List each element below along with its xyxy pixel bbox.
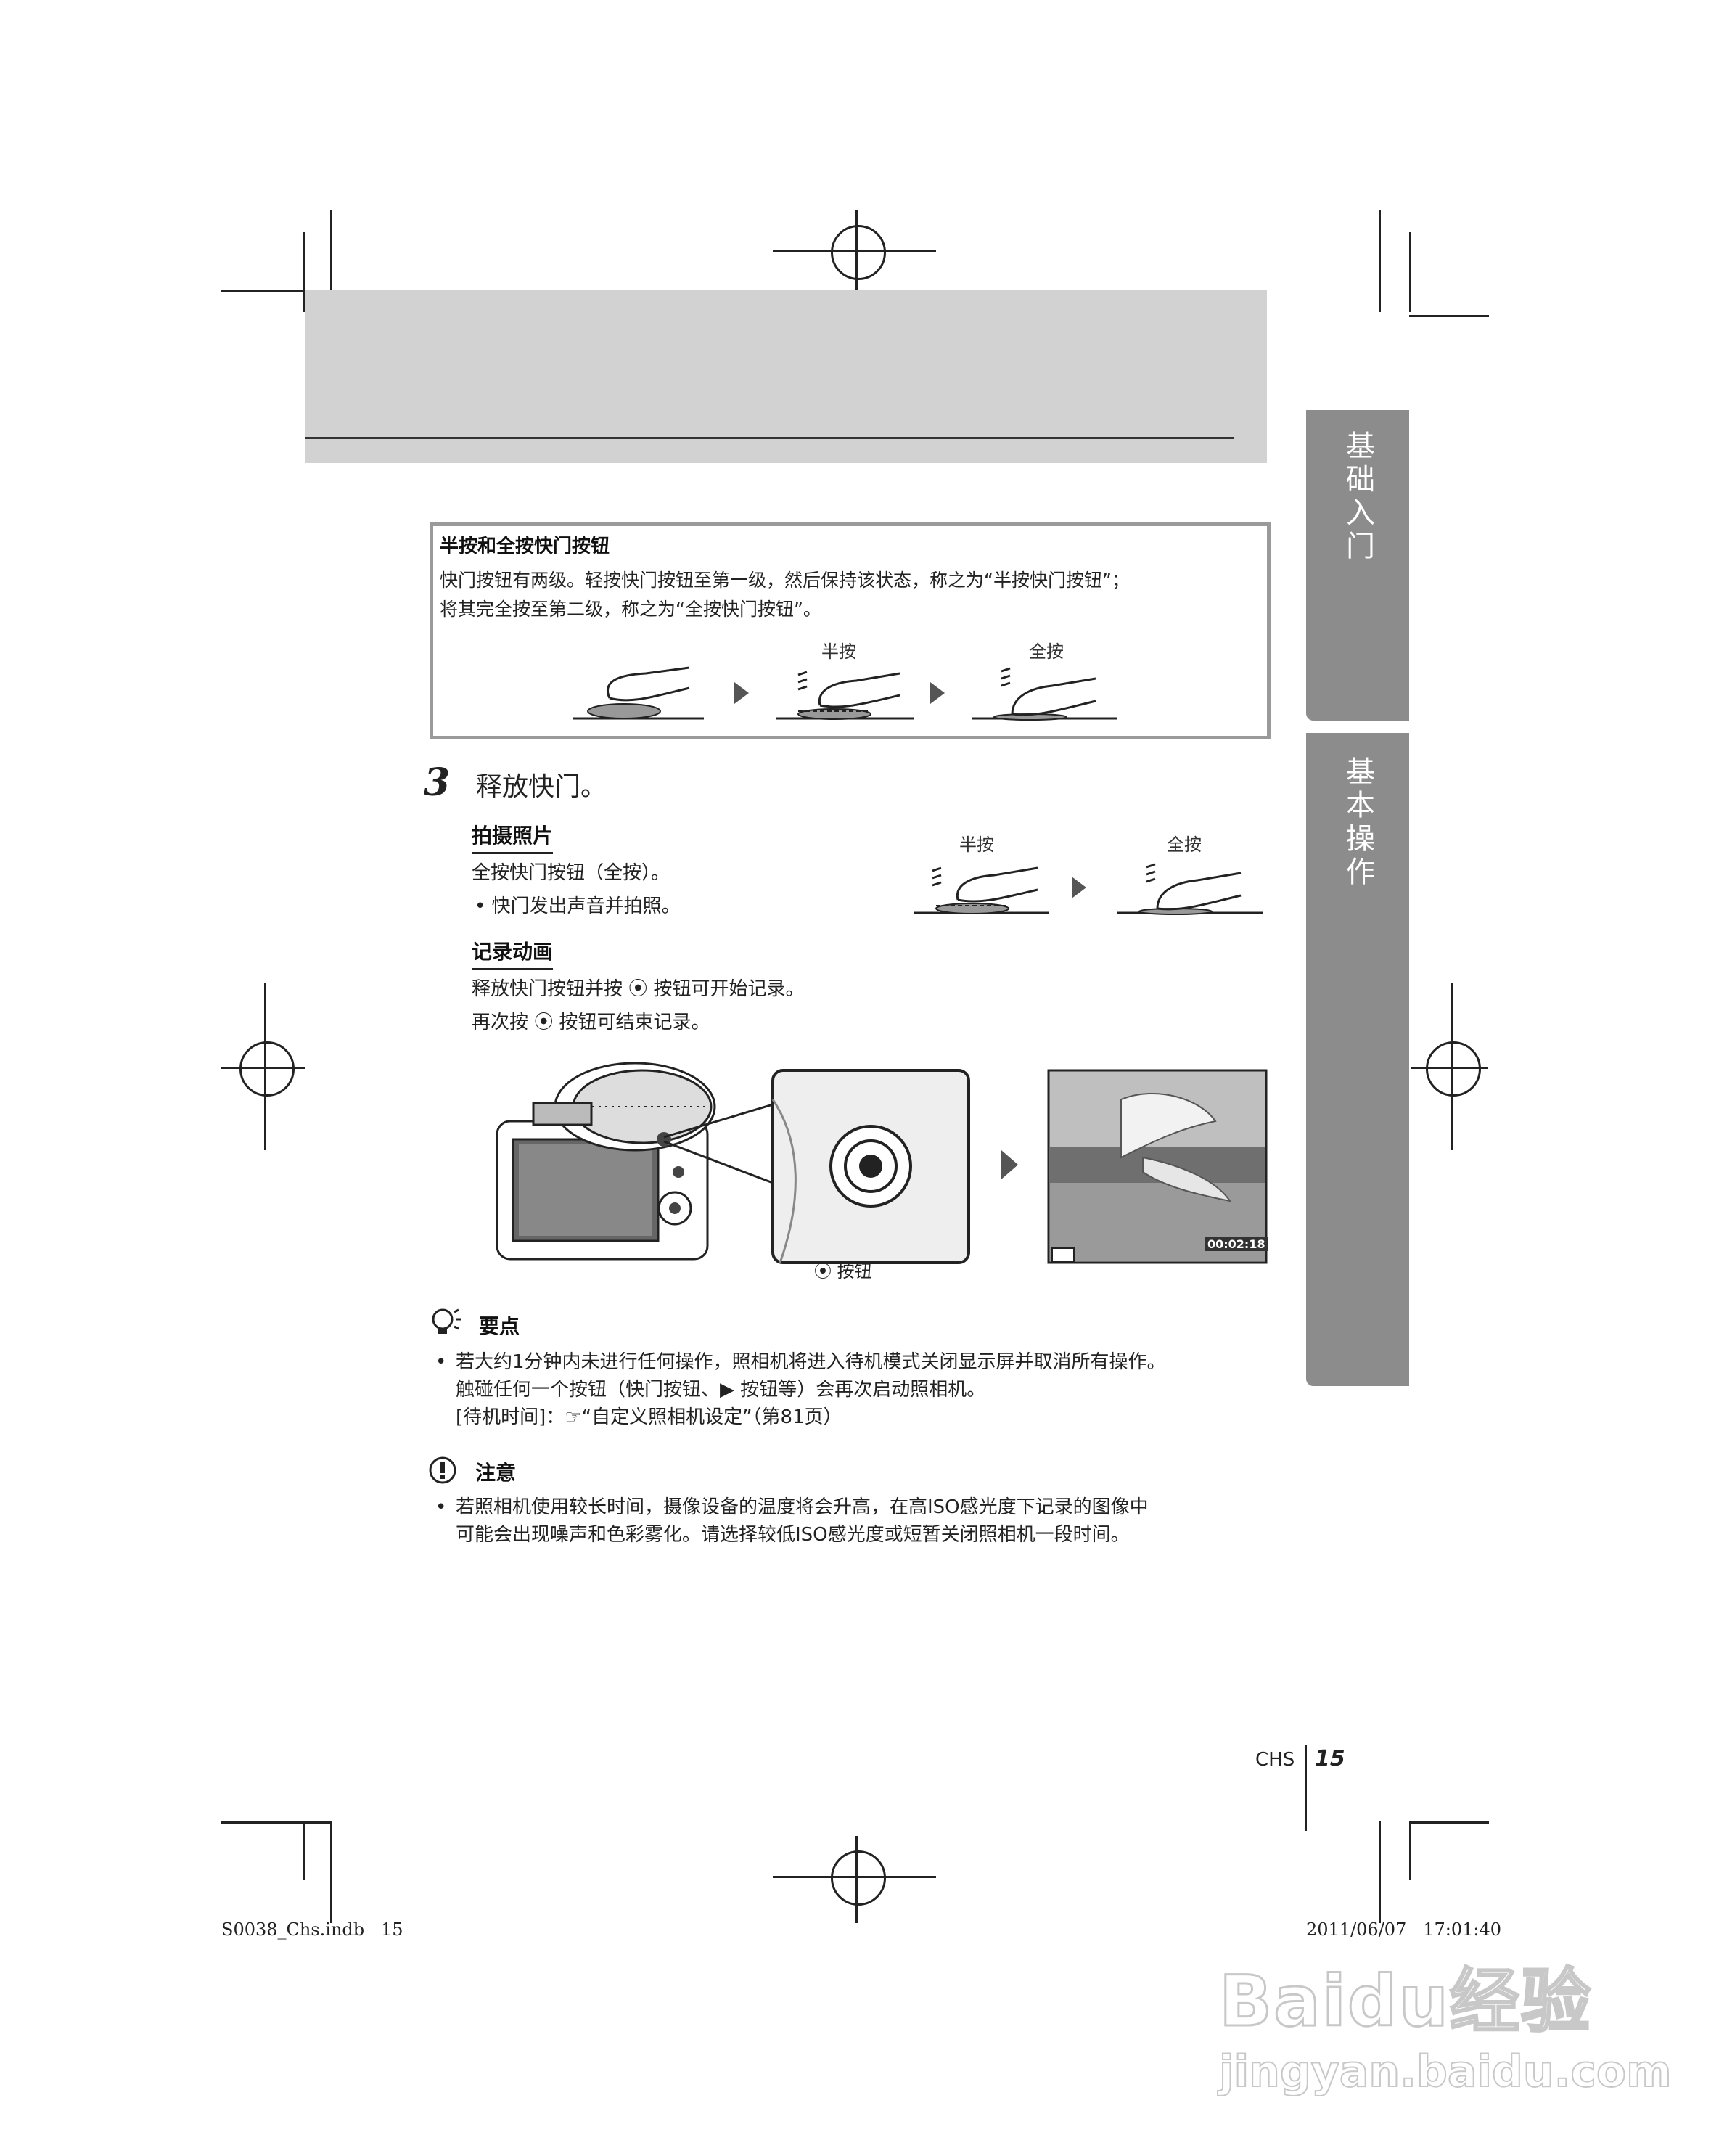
side-tab-label: 基本操作 (1341, 756, 1374, 890)
tip-lightbulb-icon (432, 1308, 461, 1334)
page-number: 15 (1315, 1746, 1345, 1771)
crop-mark (1409, 315, 1489, 317)
movie-button-closeup (771, 1069, 970, 1264)
crop-mark (1409, 1821, 1489, 1824)
crop-mark (330, 1821, 332, 1923)
movie-preview-screen (1047, 1069, 1268, 1264)
movie-heading: 记录动画 (472, 936, 554, 970)
info-box-line: 快门按钮有两级。轻按快门按钮至第一级，然后保持该状态，称之为“半按快门按钮”； (440, 570, 1130, 591)
registration-mark (831, 225, 886, 280)
tips-line: 触碰任何一个按钮（快门按钮、▶ 按钮等）会再次启动照相机。 (456, 1379, 986, 1401)
shutter-press-illustration (573, 666, 1117, 721)
crop-mark (1379, 210, 1381, 312)
language-code: CHS (1255, 1749, 1295, 1771)
section-header-band (305, 290, 1267, 463)
watermark-url: jingyan.baidu.com (1218, 2046, 1673, 2098)
side-tab-basic-operations[interactable]: 基本操作 (1306, 733, 1409, 1386)
photo-line: 全按快门按钮（全按）。 (472, 862, 670, 884)
movie-line: 释放快门按钮并按 ⦿ 按钮可开始记录。 (472, 978, 805, 1000)
registration-mark (831, 1850, 886, 1906)
movie-button-caption: ⦿ 按钮 (814, 1261, 872, 1282)
tips-line: 若大约1分钟内未进行任何操作，照相机将进入待机模式关闭显示屏并取消所有操作。 (456, 1351, 1166, 1373)
photo-heading: 拍摄照片 (472, 820, 554, 854)
watermark-brand: Baidu经验 (1218, 1960, 1592, 2044)
step-text: 释放快门。 (476, 772, 607, 802)
step-number: 3 (424, 761, 451, 805)
finger-half-icon (776, 671, 914, 720)
full-press-label: 全按 (1167, 835, 1202, 855)
half-press-label: 半按 (821, 642, 856, 662)
crop-mark (330, 210, 332, 312)
shutter-info-box (430, 522, 1271, 739)
finger-rest-icon (573, 666, 704, 720)
movie-line: 再次按 ⦿ 按钮可结束记录。 (472, 1012, 710, 1033)
info-box-title: 半按和全按快门按钮 (440, 536, 610, 557)
slug-datetime: 2011/06/07 17:01:40 (1306, 1919, 1502, 1940)
crop-mark (1409, 232, 1411, 312)
photo-text: 全按快门按钮（全按）。 • 快门发出声音并拍照。 (472, 856, 681, 923)
slug-file: S0038_Chs.indb 15 (221, 1919, 403, 1940)
full-press-label: 全按 (1029, 642, 1064, 662)
crop-mark (303, 1821, 305, 1880)
caution-bullet: • (435, 1496, 447, 1518)
movie-record-illustration (496, 1062, 1268, 1264)
crop-mark (1409, 1821, 1411, 1880)
tips-heading: 要点 (479, 1314, 520, 1338)
registration-mark (239, 1041, 295, 1097)
camera-icon (496, 1062, 716, 1261)
registration-mark (1426, 1041, 1481, 1097)
tips-text: 若大约1分钟内未进行任何操作，照相机将进入待机模式关闭显示屏并取消所有操作。 触… (456, 1348, 1268, 1431)
tips-bullet: • (435, 1351, 447, 1373)
side-tab-label: 基础入门 (1341, 430, 1374, 564)
info-box-text: 快门按钮有两级。轻按快门按钮至第一级，然后保持该状态，称之为“半按快门按钮”； … (440, 566, 1252, 624)
finger-full-icon (972, 667, 1117, 721)
caution-heading: 注意 (475, 1461, 517, 1485)
side-tab-basics[interactable]: 基础入门 (1306, 410, 1409, 721)
info-box-line: 将其完全按至第二级，称之为“全按快门按钮”。 (440, 599, 821, 620)
crop-mark (221, 290, 305, 292)
crop-mark (221, 1821, 330, 1824)
movie-timecode: 00:02:18 (1205, 1237, 1268, 1251)
half-press-label: 半按 (959, 835, 994, 855)
movie-text: 释放快门按钮并按 ⦿ 按钮可开始记录。 再次按 ⦿ 按钮可结束记录。 (472, 972, 805, 1039)
footer-divider (1305, 1745, 1307, 1831)
finger-full-icon (1117, 863, 1263, 915)
header-rule (305, 437, 1234, 439)
crop-mark (1379, 1821, 1381, 1923)
caution-line: 若照相机使用较长时间，摄像设备的温度将会升高，在高ISO感光度下记录的图像中 (456, 1496, 1149, 1518)
caution-text: 若照相机使用较长时间，摄像设备的温度将会升高，在高ISO感光度下记录的图像中 可… (456, 1493, 1268, 1549)
shutter-press-illustration (914, 863, 1263, 915)
tips-line: [待机时间]：☞“自定义照相机设定”（第81页） (456, 1406, 842, 1428)
caution-icon (429, 1456, 456, 1484)
crop-mark (303, 232, 305, 312)
caution-line: 可能会出现噪声和色彩雾化。请选择较低ISO感光度或短暂关闭照相机一段时间。 (456, 1524, 1130, 1546)
finger-half-icon (914, 866, 1049, 914)
photo-bullet: • 快门发出声音并拍照。 (475, 895, 681, 917)
